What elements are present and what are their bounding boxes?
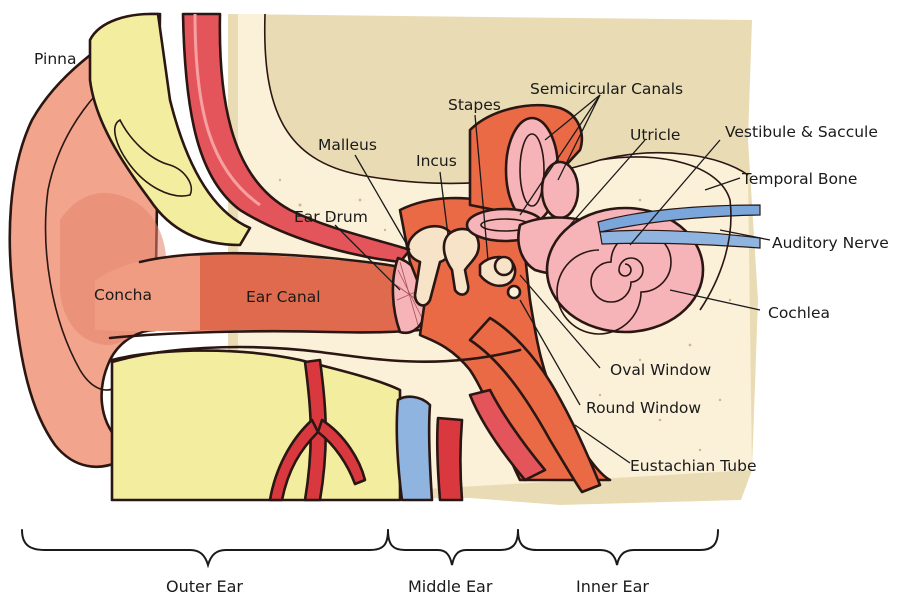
- label-round-window: Round Window: [586, 399, 701, 417]
- label-ear-drum: Ear Drum: [294, 208, 368, 226]
- label-malleus: Malleus: [318, 136, 377, 154]
- section-inner-ear: Inner Ear: [576, 577, 649, 596]
- label-oval-window: Oval Window: [610, 361, 712, 379]
- brace-outer-ear: [22, 530, 388, 565]
- label-utricle: Utricle: [630, 126, 680, 144]
- label-semicircular-canals: Semicircular Canals: [530, 80, 683, 98]
- brace-inner-ear: [518, 530, 718, 565]
- label-incus: Incus: [416, 152, 457, 170]
- section-middle-ear: Middle Ear: [408, 577, 493, 596]
- label-temporal-bone: Temporal Bone: [741, 170, 857, 188]
- label-cochlea: Cochlea: [768, 304, 830, 322]
- label-stapes: Stapes: [448, 96, 501, 114]
- label-auditory-nerve: Auditory Nerve: [772, 234, 889, 252]
- brace-middle-ear: [388, 530, 518, 565]
- section-braces: [22, 530, 718, 565]
- label-vestibule-saccule: Vestibule & Saccule: [725, 123, 878, 141]
- oval-window: [495, 257, 513, 275]
- label-pinna: Pinna: [34, 50, 76, 68]
- label-concha: Concha: [94, 286, 152, 304]
- label-eustachian-tube: Eustachian Tube: [630, 457, 756, 475]
- label-ear-canal: Ear Canal: [246, 288, 321, 306]
- section-outer-ear: Outer Ear: [166, 577, 243, 596]
- round-window: [508, 286, 520, 298]
